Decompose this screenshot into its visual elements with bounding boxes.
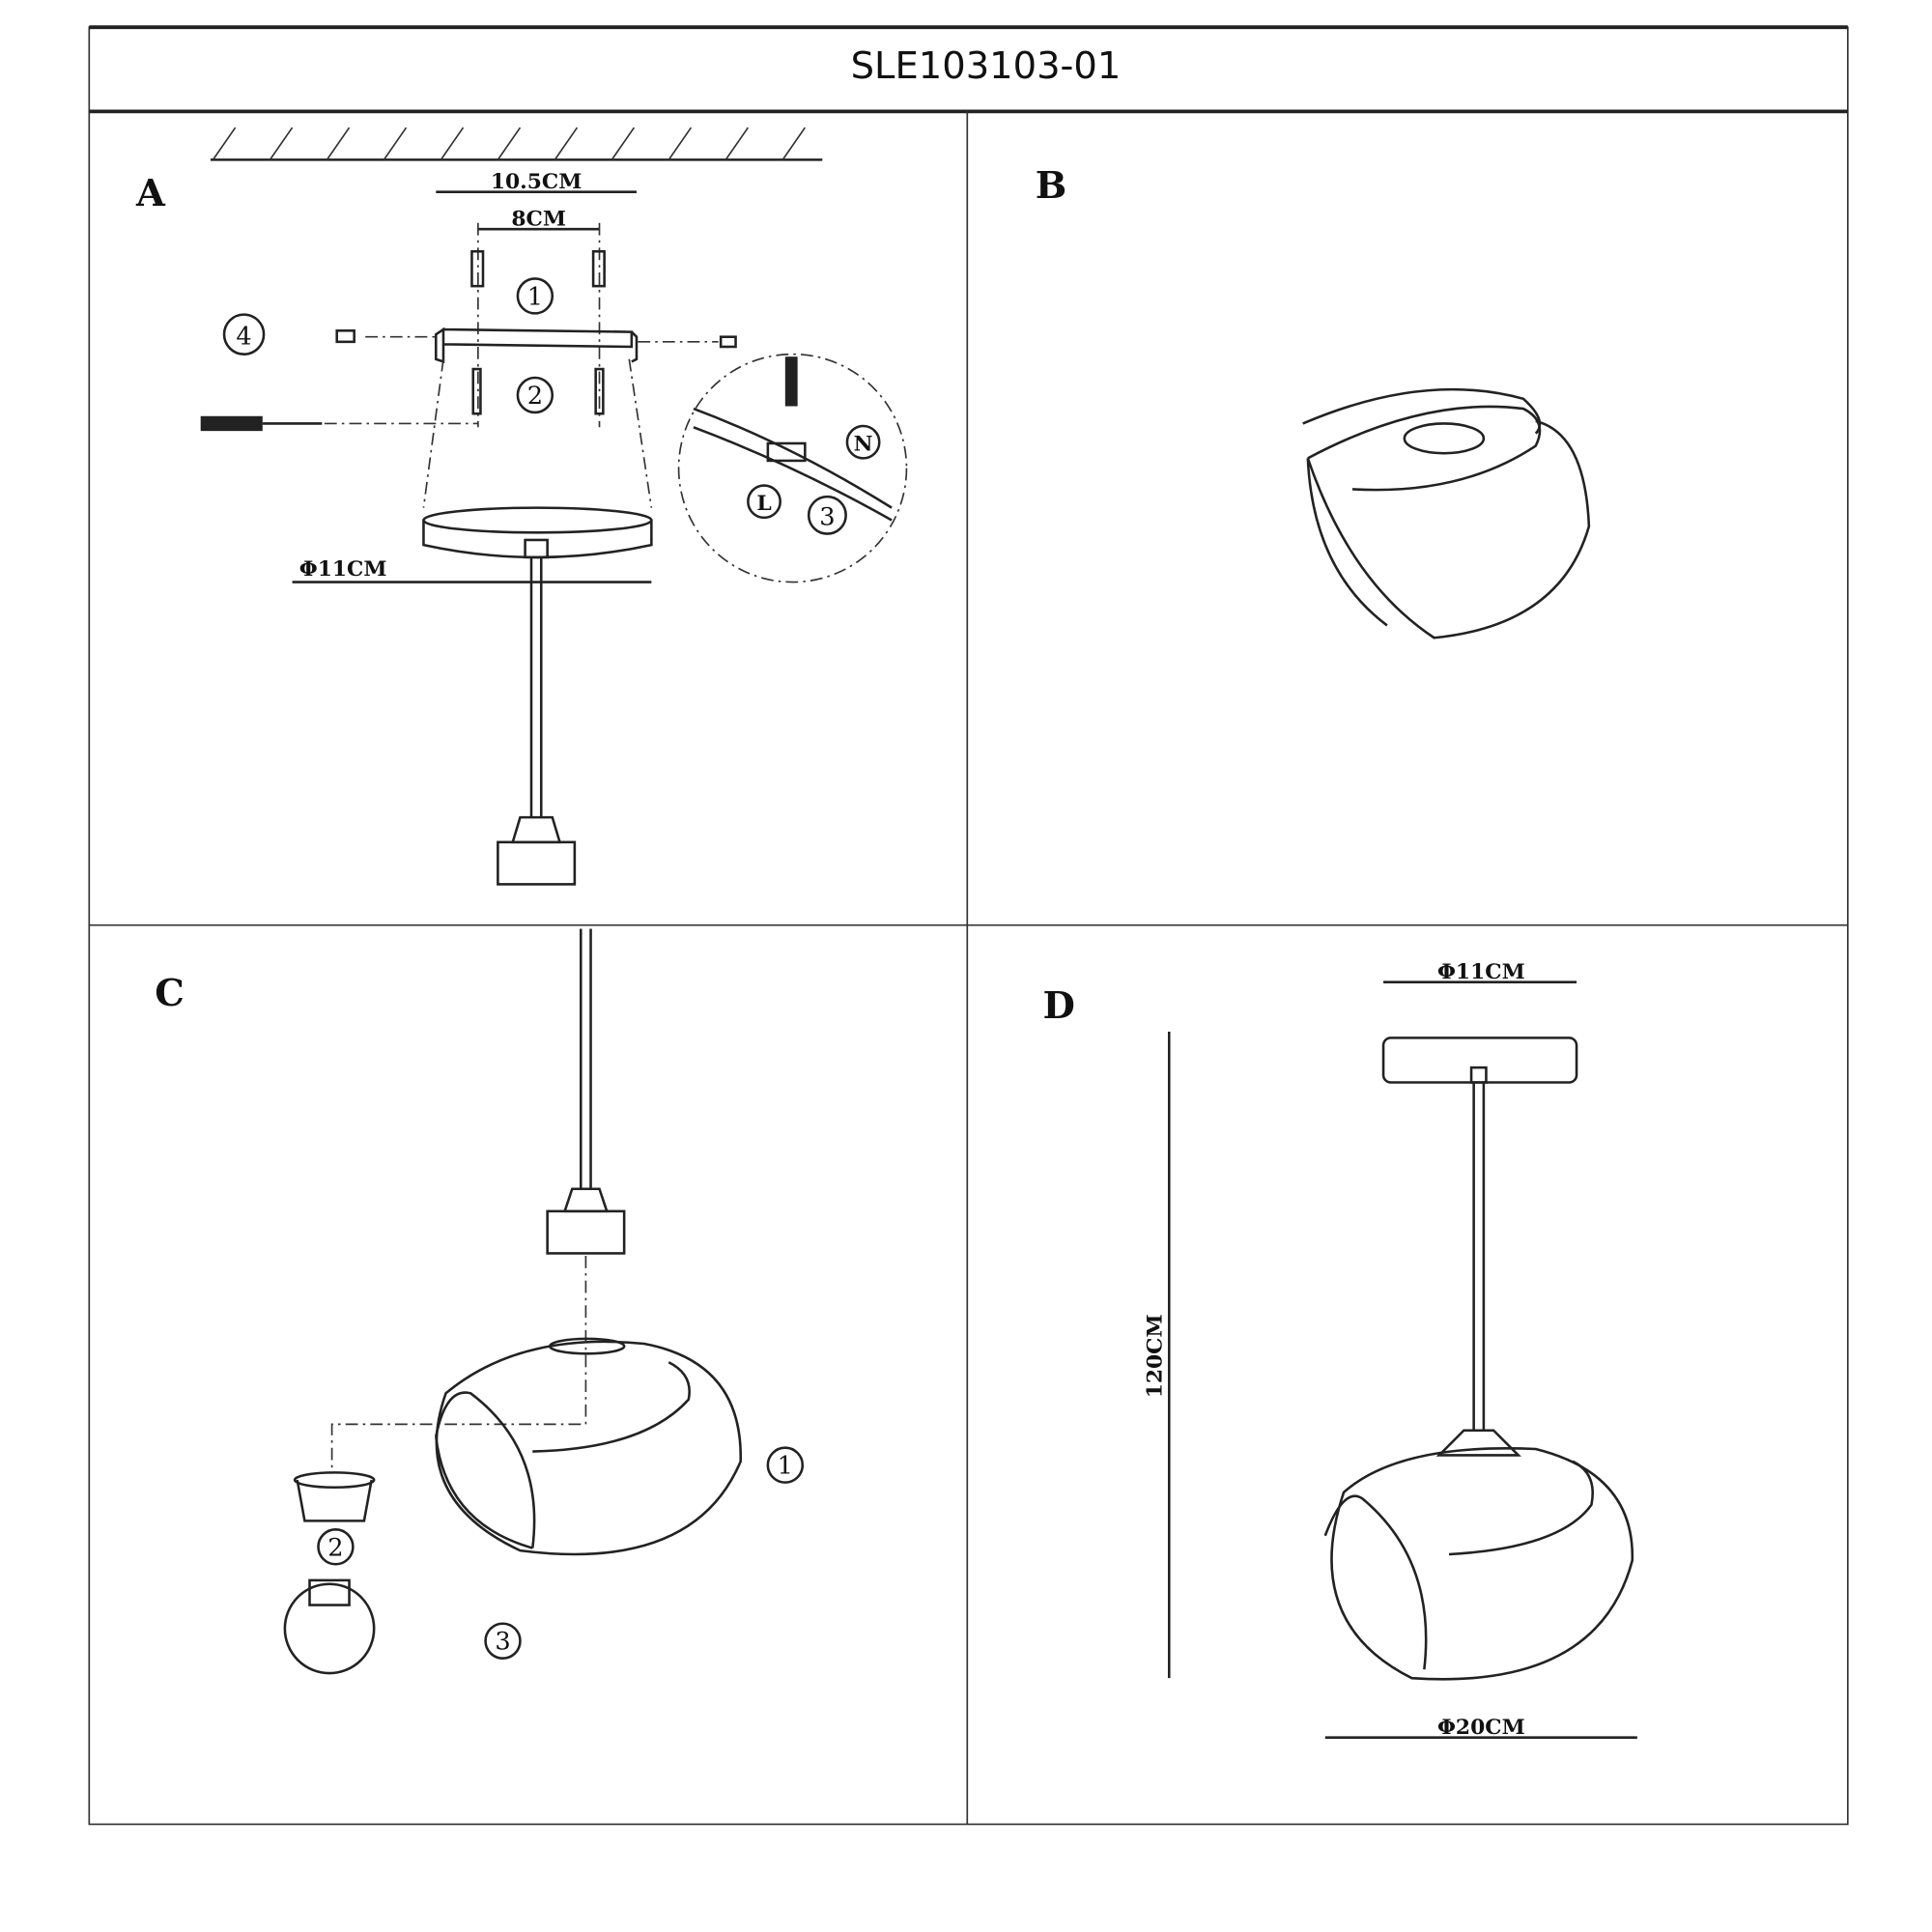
canopy: [422, 506, 653, 559]
svg-text:2: 2: [527, 382, 543, 411]
svg-text:L: L: [756, 492, 771, 516]
step-1-marker: 1: [766, 1446, 805, 1484]
svg-text:2: 2: [327, 1533, 343, 1562]
panel-a: A 10.5CM 8CM 1 4 2 Φ11CM N L: [135, 127, 908, 886]
svg-text:N: N: [854, 433, 873, 457]
lamp-socket: [497, 815, 577, 886]
shade-ring: [293, 1471, 376, 1522]
wall-anchor-icon: [470, 249, 606, 288]
glass-shade: [435, 1337, 742, 1556]
panel-b: B: [1036, 164, 1591, 639]
lamp-socket: [546, 1187, 626, 1255]
step-2-marker: 2: [516, 376, 554, 414]
dim-bracket-length: 10.5CM: [491, 170, 582, 194]
dim-canopy-diameter: Φ11CM: [1437, 960, 1525, 984]
panel-d: D Φ11CM 120CM Φ20CM: [1042, 960, 1637, 1740]
svg-text:3: 3: [495, 1628, 510, 1657]
pendant-cord: [580, 928, 592, 1189]
wiring-detail: N L 3: [677, 353, 908, 583]
wire-n-marker: N: [845, 424, 881, 460]
light-bulb: [283, 1578, 376, 1675]
wire-l-marker: L: [747, 484, 781, 520]
step-4-marker: 4: [222, 313, 266, 355]
dim-total-height: 120CM: [1144, 1314, 1168, 1398]
panel-label-a: A: [135, 172, 166, 215]
panel-label-c: C: [155, 972, 185, 1015]
glass-shade: [1302, 387, 1591, 639]
screw-icon: [719, 335, 737, 349]
panel-c: C 1 2 3: [155, 928, 805, 1675]
svg-text:4: 4: [236, 322, 251, 351]
svg-text:1: 1: [778, 1452, 793, 1481]
dim-hole-spacing: 8CM: [511, 207, 566, 231]
step-3-marker: 3: [807, 495, 847, 535]
svg-text:1: 1: [527, 282, 543, 311]
mounting-bracket: [435, 327, 639, 364]
step-2-marker: 2: [317, 1528, 355, 1566]
svg-text:3: 3: [819, 503, 835, 532]
pendant-rod: [524, 538, 549, 818]
panel-label-b: B: [1036, 164, 1067, 208]
model-title: SLE103103-01: [851, 44, 1122, 88]
glass-shade: [1323, 1447, 1634, 1681]
pendant-rod: [1435, 1065, 1521, 1457]
screw-icon: [335, 329, 355, 344]
step-1-marker: 1: [516, 277, 554, 315]
step-3-marker: 3: [484, 1622, 522, 1660]
screwdriver-icon: [200, 415, 323, 432]
frame: [88, 25, 1849, 1826]
ceiling-hatch: [210, 127, 823, 161]
screw-icon: [471, 367, 605, 415]
panel-label-d: D: [1042, 984, 1074, 1028]
dim-shade-diameter: Φ20CM: [1437, 1716, 1525, 1740]
canopy: [1381, 1037, 1578, 1084]
dim-canopy-diameter: Φ11CM: [299, 557, 387, 582]
